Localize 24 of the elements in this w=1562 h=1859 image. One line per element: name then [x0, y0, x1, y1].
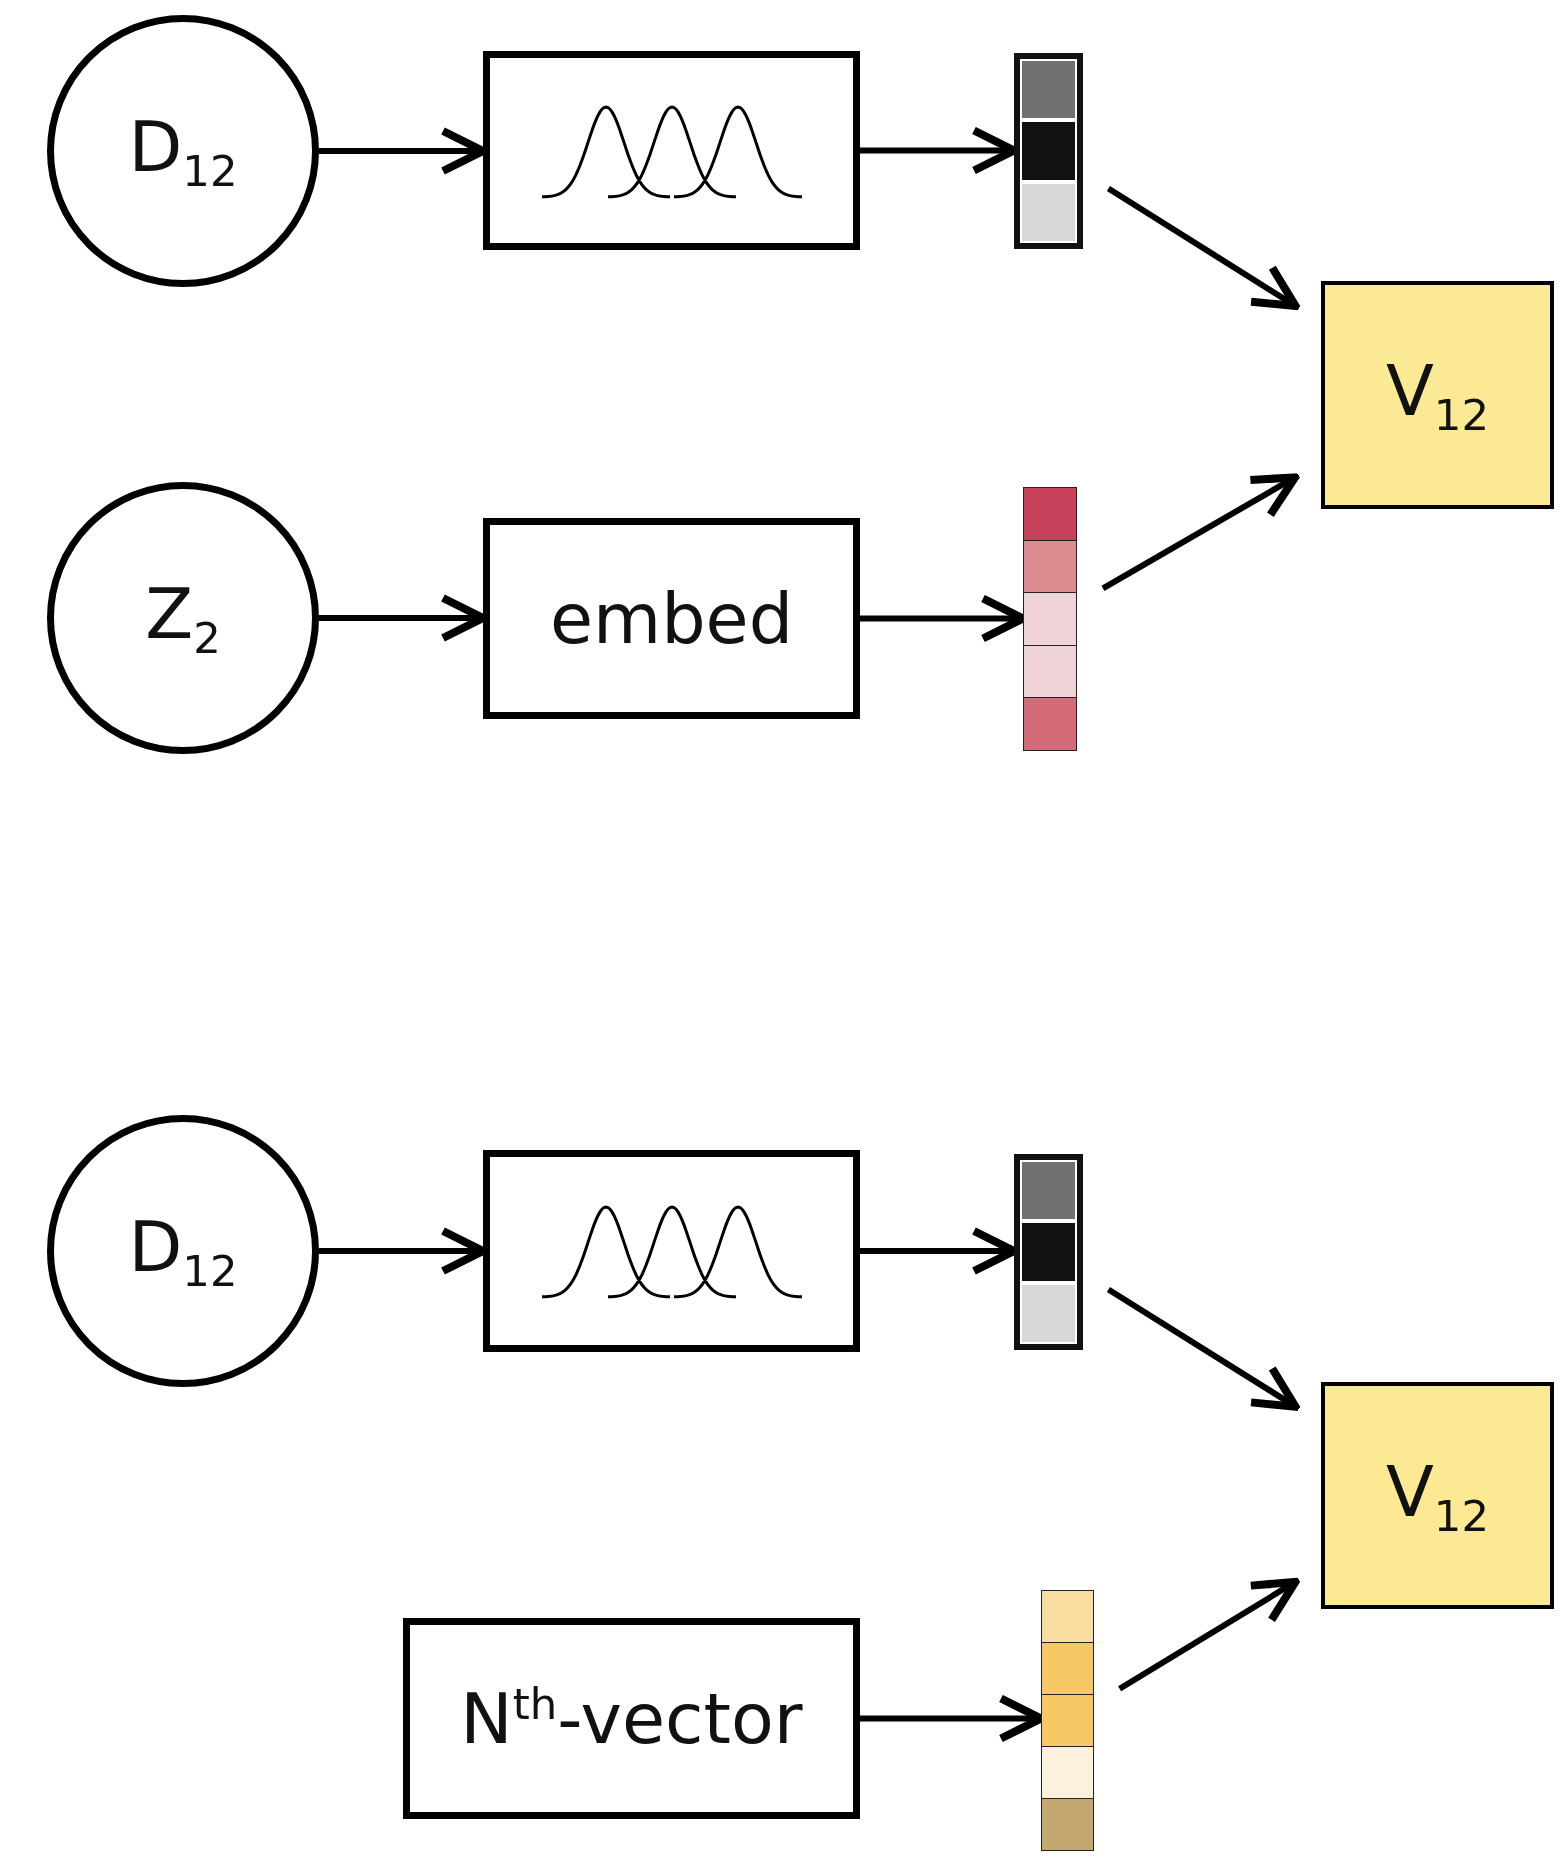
- process-box: [403, 1618, 860, 1819]
- node-label: D$_{12}$: [128, 106, 238, 196]
- process-box: [483, 51, 860, 250]
- vector-bar: [1014, 53, 1083, 249]
- output-box: [1321, 281, 1554, 509]
- node-label: Z$_{2}$: [145, 573, 221, 663]
- arrow: [1101, 473, 1300, 591]
- circle-node: [47, 1115, 319, 1387]
- output-box: [1321, 1382, 1554, 1609]
- node-label: V$_{12}$: [1385, 350, 1490, 440]
- vector-bar: [1023, 487, 1077, 751]
- circle-node: [47, 482, 319, 754]
- vector-bar: [1014, 1154, 1083, 1350]
- arrow: [1118, 1577, 1300, 1692]
- node-label: N$^{th}$-vector: [460, 1677, 803, 1760]
- node-label: D$_{12}$: [128, 1206, 238, 1296]
- process-box: [483, 518, 860, 719]
- vector-bar: [1041, 1590, 1094, 1851]
- node-label: embed: [549, 577, 794, 660]
- node-label: V$_{12}$: [1385, 1450, 1490, 1541]
- process-box: [483, 1150, 860, 1352]
- circle-node: [47, 15, 319, 287]
- arrow: [1106, 1286, 1300, 1411]
- arrow: [1106, 186, 1300, 310]
